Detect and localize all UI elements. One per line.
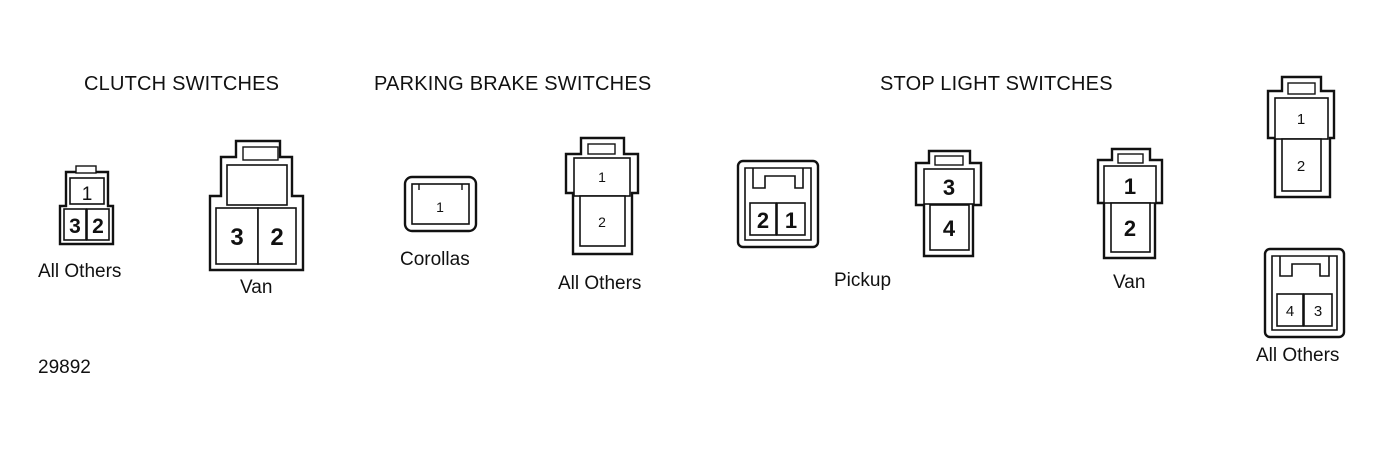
- terminal-label: 2: [270, 224, 283, 251]
- terminal-label: 1: [1124, 174, 1136, 199]
- clutch-all-others-connector: 1 3 2: [58, 165, 115, 246]
- stop-top-right-connector: 1 2: [1266, 75, 1336, 199]
- stop-pickup-connector-a: 2 1: [736, 159, 820, 249]
- clutch-van-caption: Van: [240, 277, 273, 298]
- stop-van-caption: Van: [1113, 272, 1146, 293]
- terminal-label: 3: [943, 175, 955, 200]
- terminal-label: 1: [1297, 111, 1305, 128]
- stop-light-switches-heading: STOP LIGHT SWITCHES: [880, 73, 1113, 95]
- terminal-label: 1: [436, 199, 444, 215]
- parking-all-others-connector: 1 2: [564, 136, 640, 256]
- terminal-label: 2: [598, 214, 606, 230]
- terminal-label: 1: [785, 208, 797, 233]
- stop-pickup-connector-b: 3 4: [914, 149, 983, 258]
- stop-pickup-caption: Pickup: [834, 270, 892, 291]
- clutch-all-others-caption: All Others: [38, 261, 122, 282]
- clutch-van-connector: 3 2: [208, 139, 305, 272]
- figure-number: 29892: [38, 357, 91, 378]
- terminal-label: 2: [92, 215, 104, 238]
- terminal-label: 3: [1314, 303, 1322, 320]
- stop-all-others-connector: 4 3: [1263, 247, 1346, 339]
- terminal-label: 1: [598, 169, 606, 185]
- terminal-label: 1: [82, 184, 93, 205]
- terminal-label: 4: [1286, 303, 1294, 320]
- parking-all-others-caption: All Others: [558, 273, 642, 294]
- stop-van-connector: 1 2: [1096, 147, 1164, 260]
- terminal-label: 3: [230, 224, 243, 251]
- terminal-label: 2: [1124, 216, 1136, 241]
- terminal-label: 4: [943, 216, 956, 241]
- clutch-switches-heading: CLUTCH SWITCHES: [84, 73, 280, 95]
- parking-brake-switches-heading: PARKING BRAKE SWITCHES: [374, 73, 652, 95]
- terminal-label: 2: [757, 208, 769, 233]
- terminal-label: 2: [1297, 158, 1305, 175]
- terminal-label: 3: [69, 215, 81, 238]
- stop-all-others-caption: All Others: [1256, 345, 1340, 366]
- parking-corollas-connector: 1: [403, 175, 478, 233]
- parking-corollas-caption: Corollas: [400, 249, 470, 270]
